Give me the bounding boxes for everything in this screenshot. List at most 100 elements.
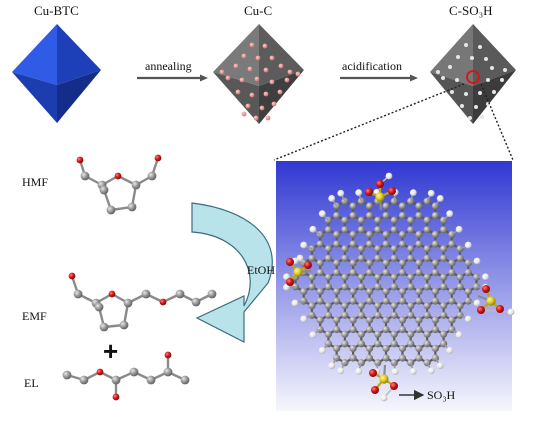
cu-particle: [246, 104, 251, 109]
hydrogen-atom: [300, 316, 307, 323]
cu-particle: [270, 80, 275, 85]
carbon-atom: [407, 283, 414, 290]
emf-label: EMF: [22, 309, 47, 324]
cu-particle: [296, 72, 301, 77]
cu-particle: [272, 102, 277, 107]
sulfur-atom: [379, 374, 388, 383]
c-so3h-octahedron: [430, 24, 516, 124]
carbon-atom: [120, 321, 129, 330]
carbon-atom: [358, 340, 365, 347]
carbon-atom: [325, 312, 332, 319]
carbon-atom: [366, 269, 373, 276]
carbon-atom: [407, 245, 414, 252]
cu-particle: [279, 64, 284, 69]
carbon-atom: [366, 259, 373, 266]
carbon-atom: [465, 269, 472, 276]
oxygen-atom: [496, 305, 504, 313]
oxygen-atom: [482, 285, 490, 293]
carbon-atom: [341, 245, 348, 252]
cu-particle: [226, 76, 231, 81]
carbon-atom: [317, 316, 324, 323]
carbon-atom: [374, 302, 381, 309]
carbon-atom: [374, 283, 381, 290]
carbon-atom: [399, 231, 406, 238]
carbon-atom: [382, 269, 389, 276]
hydrogen-atom: [319, 210, 326, 217]
hydrogen-atom: [300, 242, 307, 249]
carbon-atom: [308, 255, 315, 262]
carbon-atom: [333, 269, 340, 276]
carbon-atom: [448, 240, 455, 247]
carbon-atom: [448, 316, 455, 323]
carbon-atom: [407, 274, 414, 281]
carbon-atom: [424, 283, 431, 290]
carbon-atom: [80, 376, 89, 385]
carbon-atom: [341, 312, 348, 319]
carbon-atom: [132, 181, 141, 190]
carbon-atom: [374, 274, 381, 281]
carbon-atom: [181, 376, 190, 385]
hydrogen-atom: [337, 190, 344, 197]
carbon-atom: [300, 288, 307, 295]
carbon-atom: [456, 255, 463, 262]
oxygen-atom: [160, 299, 167, 306]
carbon-atom: [415, 316, 422, 323]
carbon-atom: [349, 212, 356, 219]
pore: [455, 78, 459, 82]
hydrogen-atom: [392, 368, 399, 375]
carbon-atom: [74, 290, 83, 299]
carbon-atom: [399, 212, 406, 219]
carbon-atom: [63, 371, 72, 380]
carbon-atom: [407, 226, 414, 233]
carbon-atom: [391, 245, 398, 252]
carbon-atom: [456, 274, 463, 281]
carbon-atom: [358, 274, 365, 281]
carbon-atom: [374, 217, 381, 224]
carbon-atom: [432, 269, 439, 276]
pore: [448, 65, 452, 69]
carbon-atom: [424, 340, 431, 347]
carbon-atom: [333, 288, 340, 295]
carbon-atom: [391, 283, 398, 290]
carbon-atom: [107, 206, 116, 215]
carbon-atom: [349, 297, 356, 304]
cu-particle: [285, 78, 290, 83]
carbon-atom: [424, 302, 431, 309]
pore: [478, 45, 482, 49]
graphene-panel: [276, 161, 514, 411]
carbon-atom: [382, 231, 389, 238]
pore: [456, 55, 460, 59]
cu-particle: [266, 116, 271, 121]
hydrogen-atom: [446, 210, 453, 217]
carbon-atom: [456, 283, 463, 290]
hydrogen-atom: [446, 347, 453, 354]
carbon-atom: [81, 172, 90, 181]
hydrogen-atom: [309, 331, 316, 338]
carbon-atom: [399, 345, 406, 352]
oxygen-atom: [113, 394, 120, 401]
carbon-atom: [366, 212, 373, 219]
carbon-atom: [440, 245, 447, 252]
el-label: EL: [24, 376, 39, 391]
carbon-atom: [325, 255, 332, 262]
carbon-atom: [448, 259, 455, 266]
hmf-label: HMF: [22, 175, 48, 190]
carbon-atom: [424, 274, 431, 281]
carbon-atom: [407, 255, 414, 262]
carbon-atom: [317, 297, 324, 304]
cu-particle: [240, 78, 245, 83]
carbon-atom: [440, 255, 447, 262]
sulfur-atom: [293, 267, 302, 276]
oxygen-atom: [477, 306, 485, 314]
carbon-atom: [349, 288, 356, 295]
carbon-atom: [358, 331, 365, 338]
carbon-atom: [432, 288, 439, 295]
carbon-atom: [391, 302, 398, 309]
hydrogen-atom: [428, 190, 435, 197]
carbon-atom: [147, 376, 156, 385]
carbon-atom: [407, 302, 414, 309]
carbon-atom: [148, 172, 157, 181]
cu-particle: [242, 112, 247, 117]
carbon-atom: [349, 269, 356, 276]
pore: [474, 105, 478, 109]
